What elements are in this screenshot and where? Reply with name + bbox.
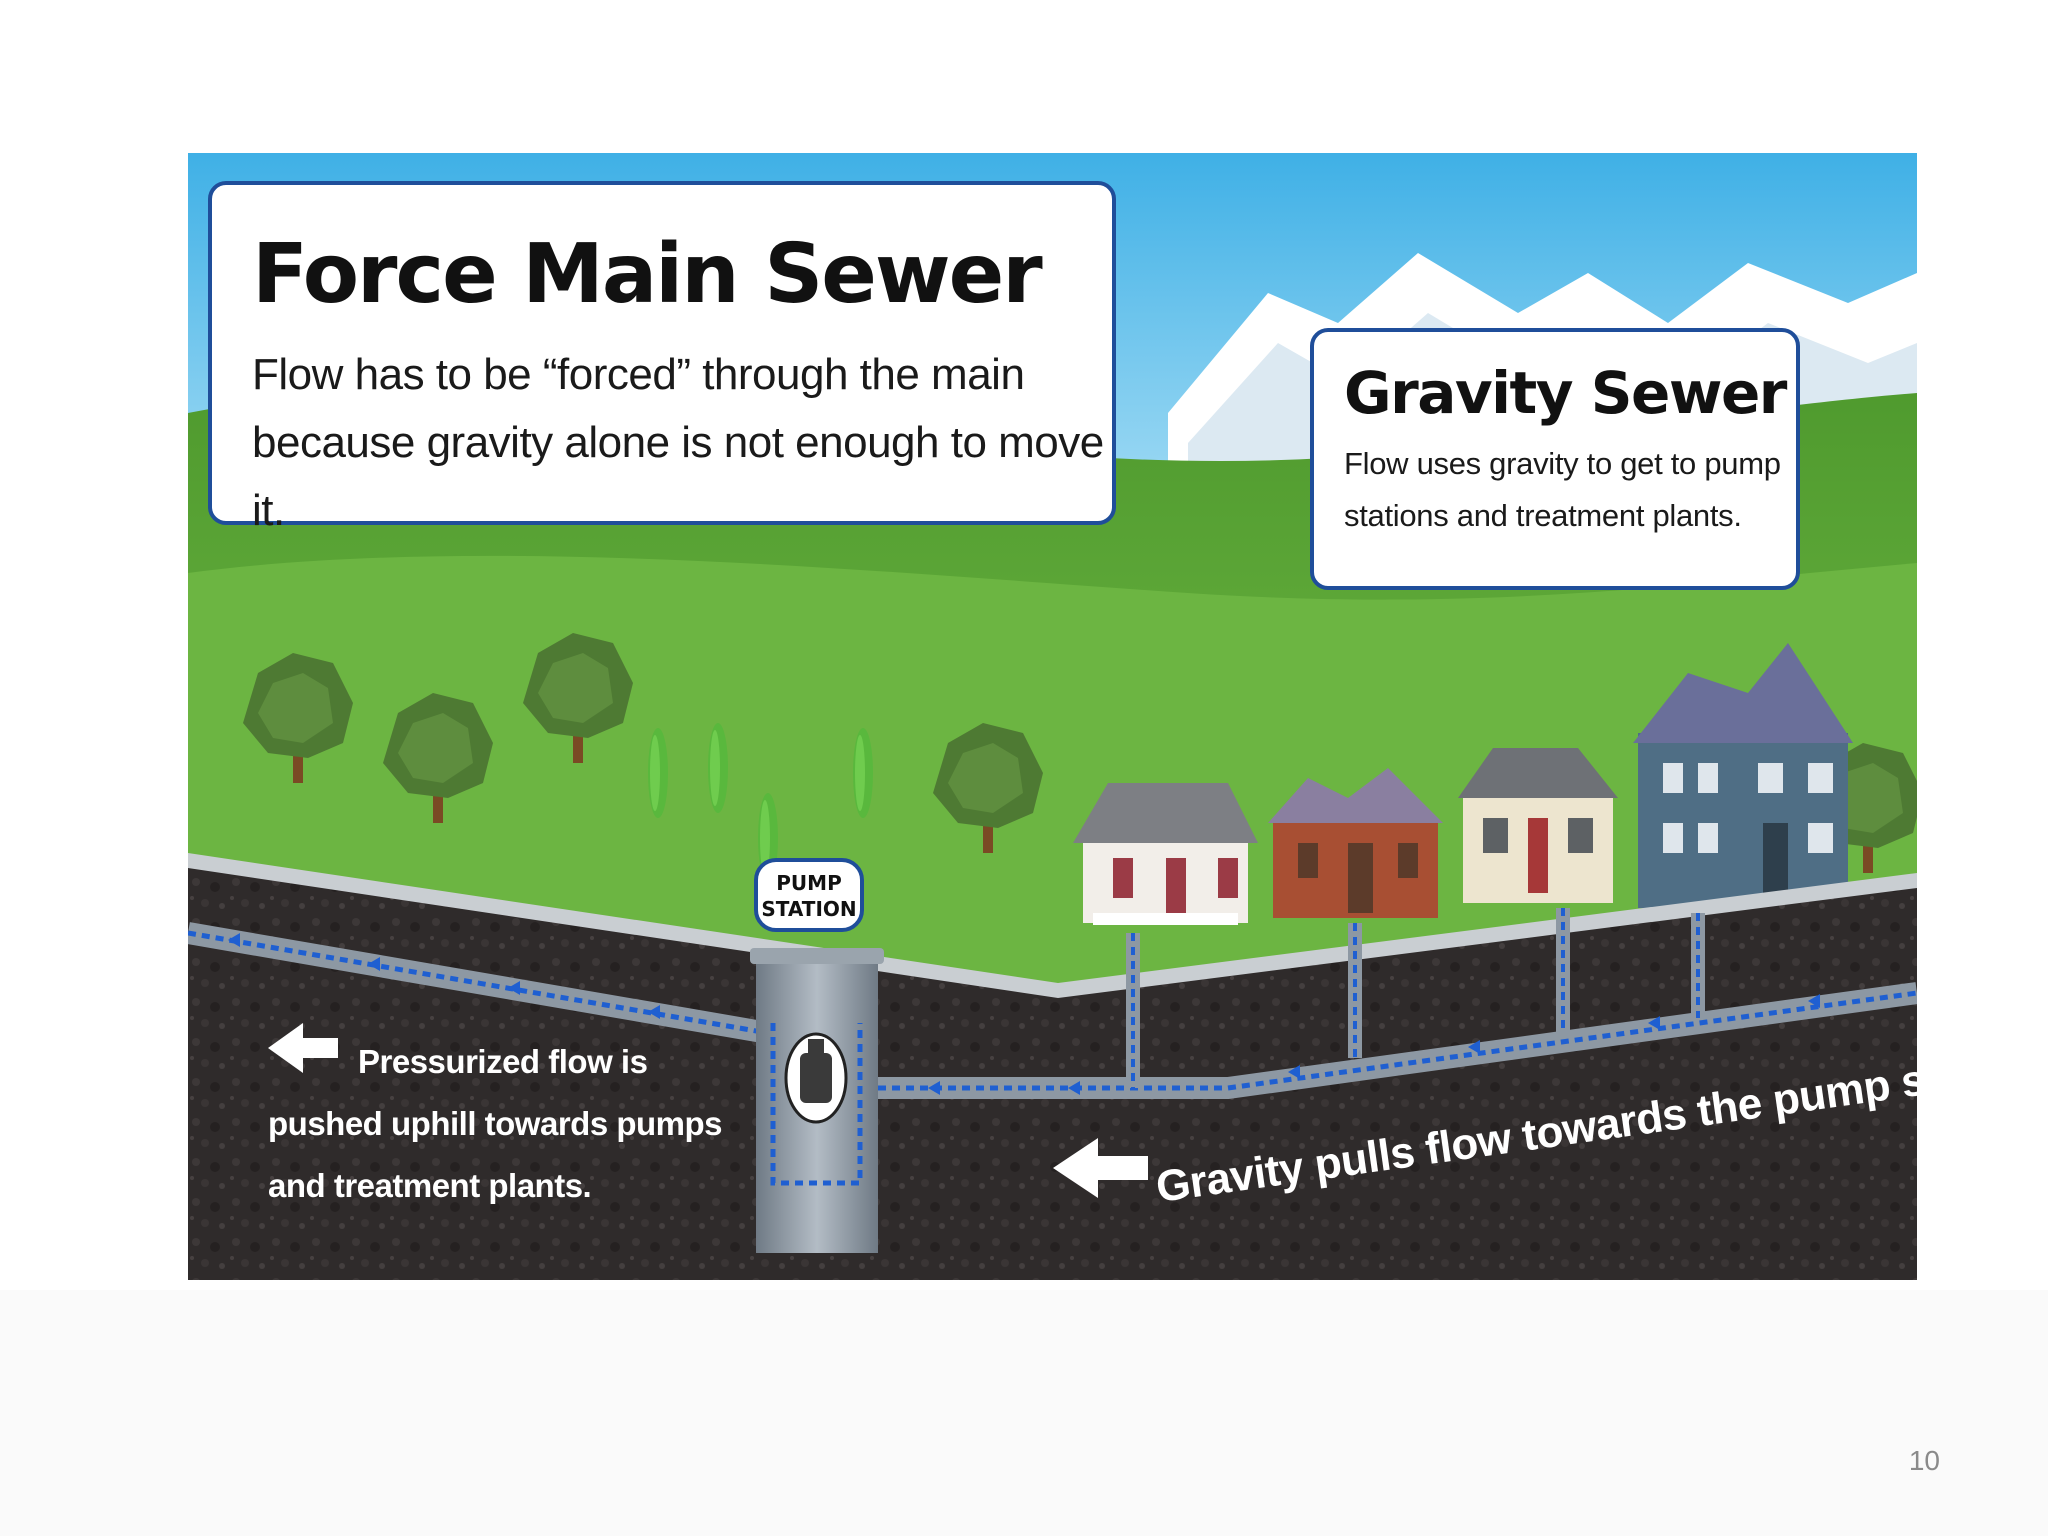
force-main-description-line: because gravity alone is not enough to m…: [252, 418, 1104, 535]
pressurized-caption-line: Pressurized flow is: [358, 1043, 648, 1080]
arrow-left-icon: [1053, 1138, 1148, 1198]
pump-icon: [784, 1032, 848, 1124]
house-icon: [1633, 643, 1853, 908]
house-icon: [1458, 748, 1618, 903]
lateral-flow: [1131, 908, 1700, 1088]
flow-arrow-icon: [1288, 1065, 1300, 1079]
force-main-flow: [188, 930, 769, 1036]
gravity-sewer-callout: Gravity Sewer Flow uses gravity to get t…: [1310, 328, 1800, 590]
gravity-sewer-title: Gravity Sewer: [1344, 359, 1787, 427]
flow-arrow-icon: [228, 933, 240, 947]
house-icon: [1073, 783, 1258, 925]
flow-arrow-icon: [1068, 1081, 1080, 1095]
house-icon: [1268, 768, 1443, 918]
pump-station-flow: [770, 1023, 863, 1186]
flow-arrow-icon: [1648, 1016, 1660, 1030]
pump-station-label-line: PUMP: [776, 871, 842, 895]
pump-station-rim: [750, 948, 884, 964]
flow-arrow-icon: [508, 981, 520, 995]
force-main-title: Force Main Sewer: [252, 227, 1043, 322]
force-main-description-line: Flow has to be “forced” through the main: [252, 350, 1025, 399]
pressurized-caption-line: and treatment plants.: [268, 1167, 592, 1204]
gravity-main-flow: [878, 990, 1917, 1091]
flow-arrow-icon: [368, 957, 380, 971]
force-main-callout: Force Main Sewer Flow has to be “forced”…: [208, 181, 1116, 535]
pressurized-caption-line: pushed uphill towards pumps: [268, 1105, 723, 1142]
flow-arrow-icon: [648, 1005, 660, 1019]
flow-arrow-icon: [1808, 994, 1820, 1008]
flow-arrow-icon: [928, 1081, 940, 1095]
soil: [188, 868, 1917, 1280]
slide-footer-area: [0, 1290, 2048, 1536]
pump-station-label: PUMP STATION: [754, 858, 864, 932]
arrow-left-icon: [268, 1023, 338, 1073]
pressurized-flow-caption: Pressurized flow is pushed uphill toward…: [268, 1031, 723, 1217]
force-main-description: Flow has to be “forced” through the main…: [252, 341, 1112, 545]
flow-arrows: [228, 933, 1820, 1095]
cypress-tree: [708, 723, 728, 813]
gravity-sewer-description-line: Flow uses gravity to get to pump: [1344, 446, 1781, 481]
cypress-tree: [648, 728, 668, 818]
page-number: 10: [1908, 1445, 1940, 1476]
sewer-illustration: Force Main Sewer Flow has to be “forced”…: [188, 153, 1917, 1280]
pump-station-label-line: STATION: [761, 897, 857, 921]
flow-arrow-icon: [1468, 1040, 1480, 1054]
gravity-sewer-description: Flow uses gravity to get to pump station…: [1344, 438, 1796, 542]
cypress-tree: [853, 728, 873, 818]
gravity-sewer-description-line: stations and treatment plants.: [1344, 498, 1742, 533]
